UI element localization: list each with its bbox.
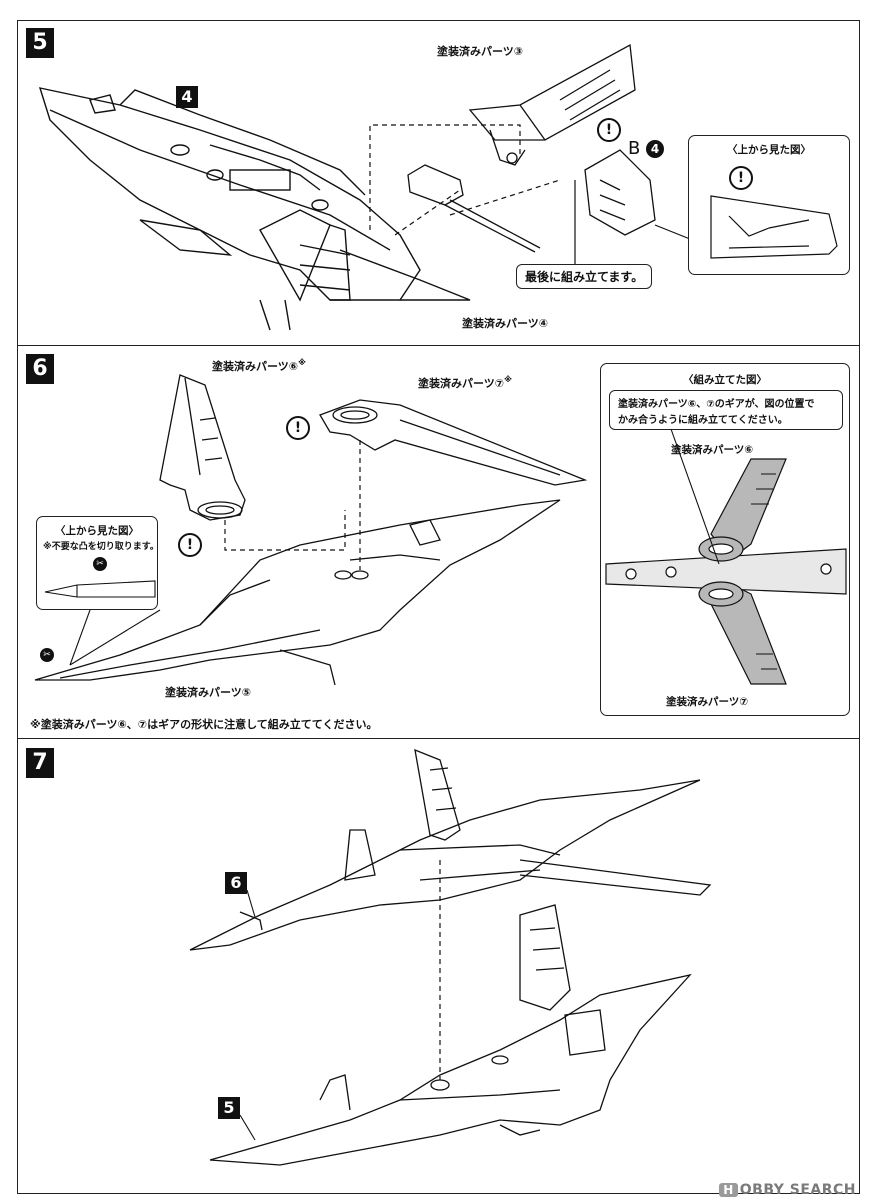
step-5-part4-label: 塗装済みパーツ④ xyxy=(462,317,549,330)
step-6-number: 6 xyxy=(26,354,54,384)
caution-icon: ! xyxy=(286,416,310,440)
step-6-part5-label: 塗装済みパーツ⑤ xyxy=(165,686,252,699)
step-5-top-view-title: 〈上から見た図〉 xyxy=(727,144,811,156)
step-6-assembled-note-line1: 塗装済みパーツ⑥、⑦のギアが、図の位置で xyxy=(618,399,815,410)
step-5-top-view-callout: 〈上から見た図〉 ! xyxy=(688,135,850,275)
step-6-top-view-callout: 〈上から見た図〉 ※不要な凸を切り取ります。 ✂ xyxy=(36,516,159,610)
step-5-top-view-drawing xyxy=(710,195,838,259)
cut-icon: ✂ xyxy=(93,557,107,571)
step-7-ref5-badge: 5 xyxy=(218,1097,240,1119)
step-6-top-view-drawing xyxy=(44,580,156,598)
step-6-assembled-note-box: 塗装済みパーツ⑥、⑦のギアが、図の位置で かみ合うように組み立ててください。 xyxy=(609,390,843,430)
step-6-footnote: ※塗装済みパーツ⑥、⑦はギアの形状に注意して組み立ててください。 xyxy=(30,718,378,731)
step-7-assembly-drawing xyxy=(189,748,712,1166)
step-6-part6-label: 塗装済みパーツ⑥※ xyxy=(212,358,306,373)
step-5-last-assembly-note: 最後に組み立てます。 xyxy=(516,264,653,289)
step-6-assembled-callout: 〈組み立てた図〉 塗装済みパーツ⑥、⑦のギアが、図の位置で かみ合うように組み立… xyxy=(600,363,850,716)
caution-icon: ! xyxy=(178,533,202,557)
step-6-part7-label: 塗装済みパーツ⑦※ xyxy=(418,375,512,390)
step-6-divider xyxy=(18,345,859,346)
step-5-b-label: B xyxy=(628,138,641,159)
step-5-ref-badge: 4 xyxy=(176,86,198,108)
step-6-top-view-note: ※不要な凸を切り取ります。 xyxy=(43,542,159,552)
step-6-parts-drawing xyxy=(34,374,588,686)
step-5-number: 5 xyxy=(26,28,54,58)
step-6-assembled-part6-label: 塗装済みパーツ⑥ xyxy=(671,444,754,456)
step-5-fuselage-drawing xyxy=(38,43,706,331)
step-6-assembled-title: 〈組み立てた図〉 xyxy=(683,374,767,386)
step-7-divider xyxy=(18,738,859,739)
step-6-assembled-note-line2: かみ合うように組み立ててください。 xyxy=(618,415,788,426)
step-5-b-ref-badge: 4 xyxy=(646,140,664,158)
step-6-top-view-title: 〈上から見た図〉 xyxy=(55,525,139,537)
step-6-assembled-part7-label: 塗装済みパーツ⑦ xyxy=(666,696,749,708)
caution-icon: ! xyxy=(597,118,621,142)
hobby-search-logo-text: OBBY SEARCH xyxy=(739,1182,856,1198)
hobby-search-logo-badge: H xyxy=(719,1183,738,1197)
cut-icon: ✂ xyxy=(40,648,54,662)
caution-icon: ! xyxy=(729,166,753,190)
step-7-ref6-badge: 6 xyxy=(225,872,247,894)
step-6-assembled-drawing xyxy=(605,428,847,685)
step-5-part3-label: 塗装済みパーツ③ xyxy=(437,45,524,58)
step-7-number: 7 xyxy=(26,748,54,778)
